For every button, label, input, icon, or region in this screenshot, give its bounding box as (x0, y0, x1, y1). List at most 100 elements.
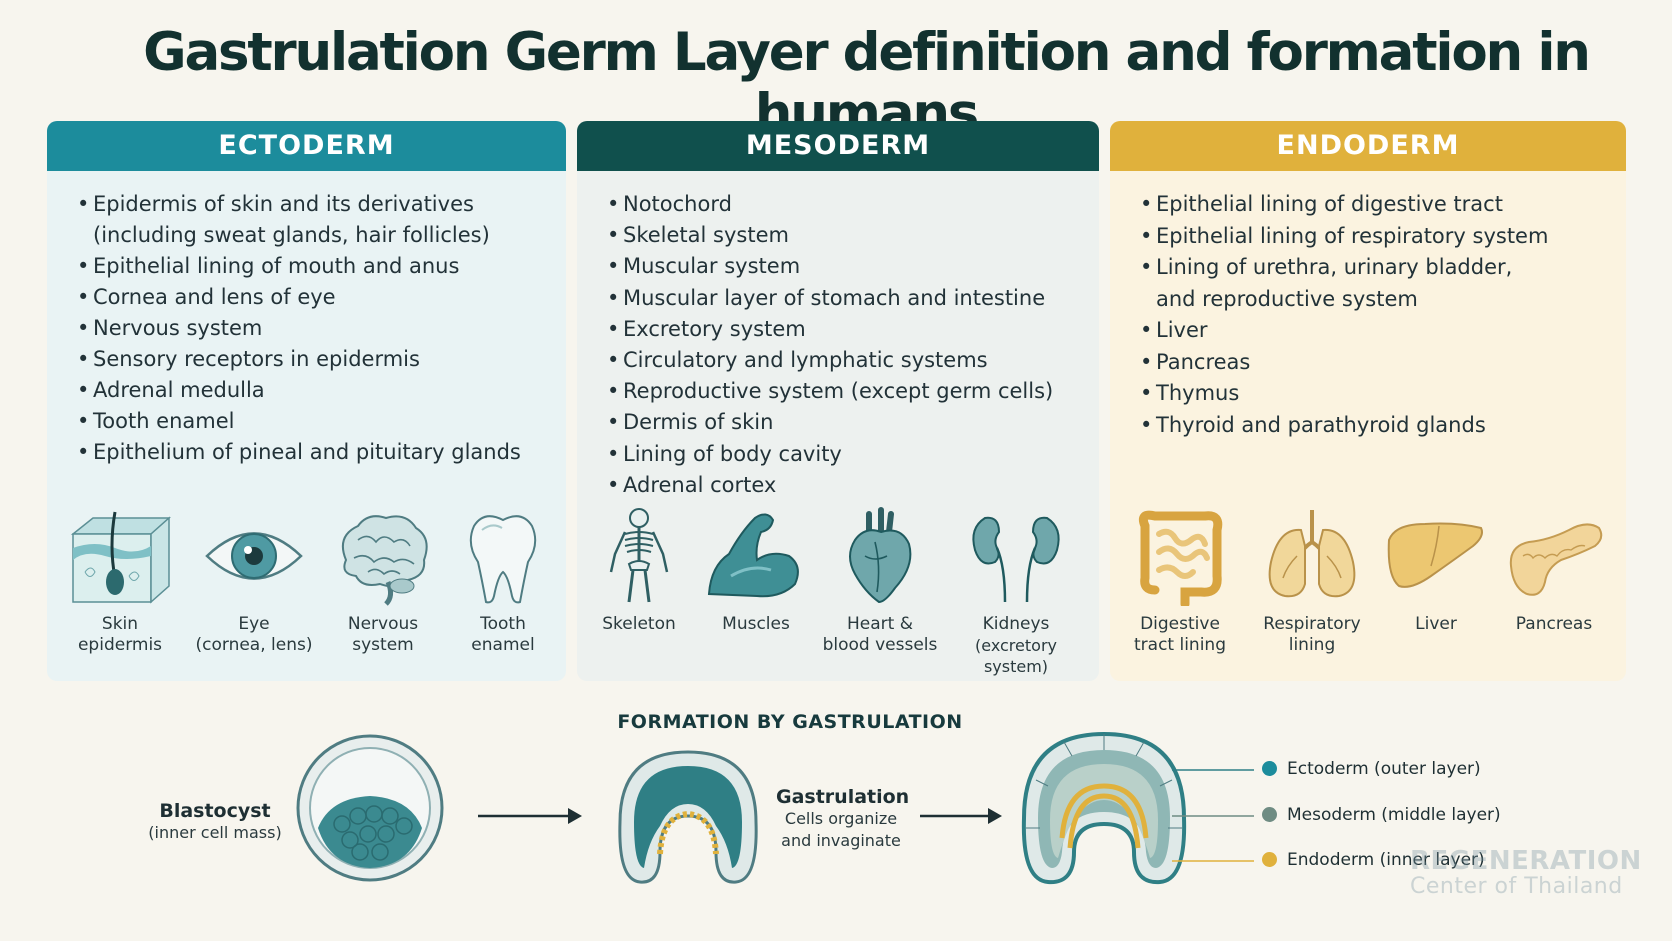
watermark-line2: Center of Thailand (1410, 874, 1623, 899)
muscle-icon (707, 513, 799, 598)
list-item: Dermis of skin (607, 407, 1099, 438)
organ-eye: Eye (cornea, lens) (184, 506, 324, 656)
organ-label-line2: (excretory system) (975, 636, 1057, 676)
list-item: Epithelial lining of digestive tract (1140, 189, 1626, 221)
legend-dot-endoderm (1262, 852, 1277, 867)
lungs-icon (1268, 510, 1356, 598)
organ-label-line1: Respiratory (1263, 614, 1361, 634)
gastrulation-diagram (618, 750, 758, 884)
gastrulation-subtitle-1: Cells organize (784, 809, 898, 828)
organ-label-line1: Kidneys (982, 614, 1050, 634)
liver-icon (1387, 522, 1483, 588)
organ-label-line1: Eye (238, 614, 270, 634)
organ-muscle: Muscles (686, 506, 826, 635)
organ-label-line1: Tooth (480, 614, 526, 634)
watermark-logo: REGENERATION Center of Thailand (1410, 848, 1642, 900)
blastocyst-diagram (296, 734, 444, 882)
heart-icon (849, 507, 912, 604)
endoderm-list: Epithelial lining of digestive tract Epi… (1110, 171, 1626, 441)
list-item: Excretory system (607, 314, 1099, 345)
organ-label-line1: Skeleton (602, 614, 676, 634)
list-item-continuation: and reproductive system (1156, 286, 1418, 311)
organ-label-line1: Digestive (1140, 614, 1220, 634)
legend-ectoderm: Ectoderm (outer layer) (1262, 759, 1481, 779)
list-item: Tooth enamel (77, 406, 566, 437)
blastocyst-title: Blastocyst (159, 800, 271, 822)
blastocyst-subtitle: (inner cell mass) (148, 823, 282, 842)
skeleton-icon (609, 508, 669, 603)
page-title: Gastrulation Germ Layer definition and f… (143, 22, 1591, 144)
organ-label-line1: Nervous (347, 614, 419, 634)
list-item: Liver (1140, 315, 1626, 347)
endoderm-heading: ENDODERM (1110, 121, 1626, 171)
legend-label: Mesoderm (middle layer) (1287, 805, 1501, 825)
organ-label-line1: Skin (101, 614, 139, 634)
eye-icon (205, 532, 303, 580)
ectoderm-panel: ECTODERM Epidermis of skin and its deriv… (47, 121, 566, 681)
organ-label-line1: Liver (1415, 614, 1457, 634)
legend-dot-ectoderm (1262, 761, 1277, 776)
list-item: Epithelium of pineal and pituitary gland… (77, 437, 566, 468)
list-item: Skeletal system (607, 220, 1099, 251)
organ-brain: Nervous system (313, 506, 453, 656)
list-item: Sensory receptors in epidermis (77, 344, 566, 375)
pancreas-icon (1509, 523, 1603, 596)
organ-kidneys: Kidneys (excretory system) (941, 506, 1091, 677)
organ-label-line2: tract lining (1134, 635, 1226, 655)
mesoderm-panel: MESODERM Notochord Skeletal system Muscu… (577, 121, 1099, 681)
mesoderm-organs: Skeleton Muscles Heart & blood vessels (577, 506, 1099, 676)
list-item: Thyroid and parathyroid glands (1140, 410, 1626, 442)
list-item: Muscular layer of stomach and intestine (607, 283, 1099, 314)
organ-label-line2: enamel (471, 635, 535, 655)
list-item: Nervous system (77, 313, 566, 344)
ectoderm-list: Epidermis of skin and its derivatives (i… (47, 171, 566, 468)
list-item: Reproductive system (except germ cells) (607, 376, 1099, 407)
organ-label-line2: epidermis (77, 635, 163, 655)
germ-layers-diagram (1021, 731, 1187, 885)
list-item: Notochord (607, 189, 1099, 220)
blastocyst-label: Blastocyst (inner cell mass) (140, 800, 290, 844)
skin-icon (70, 511, 171, 604)
list-item: Epithelial lining of mouth and anus (77, 251, 566, 282)
gastrulation-subtitle-2: and invaginate (781, 831, 901, 850)
legend-leader-lines (1172, 769, 1254, 862)
legend-endoderm: Endoderm (inner layer) (1262, 850, 1485, 870)
list-item: Epithelial lining of respiratory system (1140, 221, 1626, 253)
legend-mesoderm: Mesoderm (middle layer) (1262, 805, 1501, 825)
organ-skin: Skin epidermis (50, 506, 190, 656)
list-item-continuation: (including sweat glands, hair follicles) (93, 223, 490, 247)
organ-intestine: Digestive tract lining (1110, 506, 1250, 656)
organ-label-line1: Pancreas (1515, 614, 1593, 634)
arrow-icon (920, 808, 1002, 824)
organ-heart: Heart & blood vessels (810, 506, 950, 656)
ectoderm-heading: ECTODERM (47, 121, 566, 171)
list-item: Circulatory and lymphatic systems (607, 345, 1099, 376)
organ-label-line2: system (352, 635, 414, 655)
list-item: Adrenal cortex (607, 470, 1099, 501)
ectoderm-organs: Skin epidermis Eye (cornea, lens) Nervou… (47, 506, 566, 676)
arrow-icon (478, 808, 582, 824)
gastrulation-title: Gastrulation (776, 786, 910, 808)
list-item: Epidermis of skin and its derivatives (77, 189, 566, 220)
endoderm-panel: ENDODERM Epithelial lining of digestive … (1110, 121, 1626, 681)
legend-label: Endoderm (inner layer) (1287, 850, 1485, 870)
legend-label: Ectoderm (outer layer) (1287, 759, 1481, 779)
organ-label-line2: lining (1288, 635, 1336, 655)
organ-label-line1: Muscles (722, 614, 790, 634)
list-item: Thymus (1140, 378, 1626, 410)
kidneys-icon (972, 516, 1060, 603)
organ-label-line2: (cornea, lens) (195, 635, 313, 655)
organ-lungs: Respiratory lining (1242, 506, 1382, 656)
list-item: Cornea and lens of eye (77, 282, 566, 313)
tooth-icon (469, 515, 537, 604)
organ-label-line2: blood vessels (822, 635, 938, 655)
intestine-icon (1138, 510, 1223, 606)
list-item: Adrenal medulla (77, 375, 566, 406)
list-item: Muscular system (607, 251, 1099, 282)
list-item: Pancreas (1140, 347, 1626, 379)
list-item: Lining of urethra, urinary bladder, (1140, 252, 1626, 284)
list-item: Lining of body cavity (607, 439, 1099, 470)
brain-icon (342, 515, 428, 606)
legend-dot-mesoderm (1262, 807, 1277, 822)
mesoderm-list: Notochord Skeletal system Muscular syste… (577, 171, 1099, 501)
